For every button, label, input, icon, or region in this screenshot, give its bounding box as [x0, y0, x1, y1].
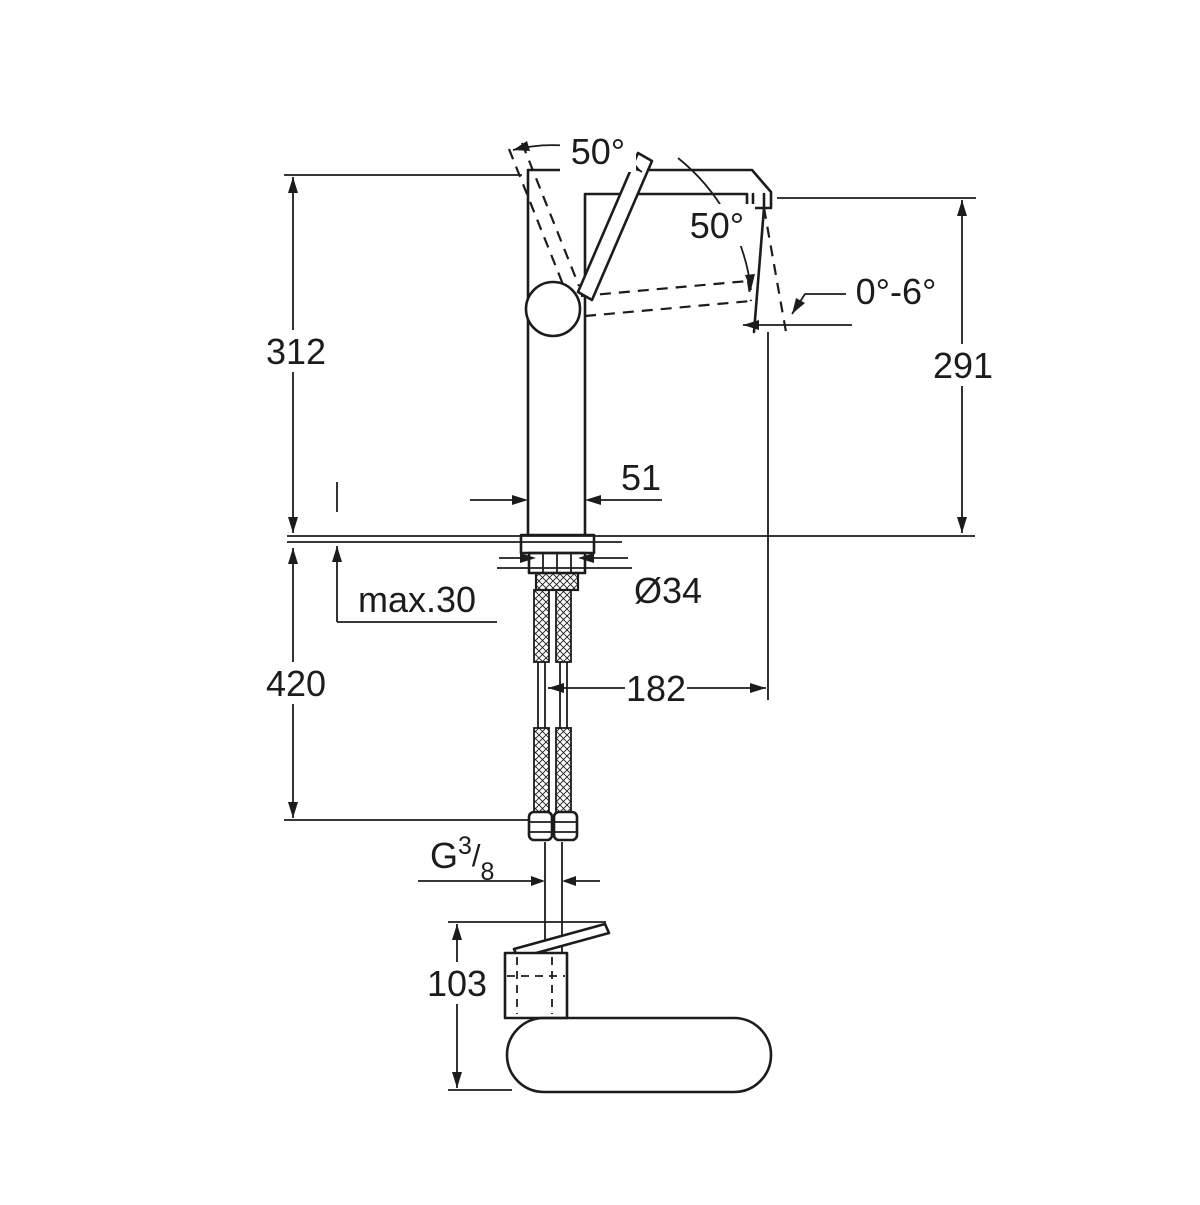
- supply-hoses: [527, 589, 579, 842]
- thread-slash: /: [472, 838, 481, 873]
- dim-291-label: 291: [933, 345, 993, 386]
- arrowhead: [750, 683, 766, 693]
- arrowhead: [957, 200, 967, 216]
- arrowhead: [585, 495, 601, 505]
- dim-312-label: 312: [266, 331, 326, 372]
- arrowhead: [520, 553, 536, 563]
- handle-ghost-left: [507, 148, 568, 293]
- arrowhead: [743, 320, 759, 330]
- thread-denominator: 8: [481, 858, 495, 886]
- arrowhead: [745, 274, 755, 290]
- angle-50-right-label: 50°: [690, 205, 744, 246]
- base-flange: [519, 533, 596, 555]
- dim-max30-label: max.30: [358, 579, 476, 620]
- arrowhead: [531, 876, 545, 886]
- pivot-ball: [524, 280, 582, 338]
- hose-braid: [533, 727, 550, 813]
- arrowhead: [452, 1072, 462, 1088]
- faucet-front-view: [287, 142, 975, 842]
- handle-ghost-right: [580, 279, 749, 298]
- hose-braid: [555, 589, 572, 663]
- dim-182-label: 182: [626, 668, 686, 709]
- arrowhead: [548, 683, 564, 693]
- thread-numerator: 3: [458, 832, 472, 860]
- spout-tilt-solid: [752, 206, 766, 334]
- dim-g38-label: G3/8: [430, 832, 494, 886]
- arrowhead: [288, 177, 298, 193]
- arrowhead: [957, 517, 967, 533]
- dim-51-label: 51: [621, 457, 661, 498]
- arrowhead: [288, 517, 298, 533]
- dim-420-label: 420: [266, 663, 326, 704]
- arrowhead: [578, 553, 594, 563]
- arrowhead: [512, 495, 528, 505]
- thread-prefix: G: [430, 835, 458, 876]
- hose-braid: [555, 727, 572, 813]
- arrowhead: [288, 548, 298, 564]
- hose-fitting: [552, 810, 579, 842]
- side-body: [503, 951, 569, 1020]
- lever-handle: [576, 151, 654, 302]
- side-spout: [505, 1016, 773, 1094]
- hose-braid: [533, 589, 550, 663]
- faucet-side-view: [503, 842, 773, 1094]
- angle-tilt-label: 0°-6°: [856, 271, 937, 312]
- linear-dimensions: 312 291 420 max.30 Ø34 51: [266, 174, 993, 1091]
- angle-50-top-label: 50°: [571, 131, 625, 172]
- angle-annotations: 50° 50° 0°-6°: [512, 130, 937, 330]
- arrowhead: [792, 298, 805, 314]
- mounting-nut: [527, 551, 587, 575]
- arrowhead: [452, 924, 462, 940]
- arrowhead: [288, 802, 298, 818]
- arrowhead: [562, 876, 576, 886]
- dim-d34-label: Ø34: [634, 570, 702, 611]
- handle-ghost-right: [584, 299, 752, 318]
- handle-ghost-left: [520, 142, 581, 287]
- arrowhead: [513, 141, 530, 151]
- hose-fitting: [527, 810, 554, 842]
- dim-103-label: 103: [427, 963, 487, 1004]
- handle-ghost-right: [746, 280, 753, 302]
- threaded-shank: [534, 571, 580, 592]
- spout-tilt-ghost: [762, 207, 788, 333]
